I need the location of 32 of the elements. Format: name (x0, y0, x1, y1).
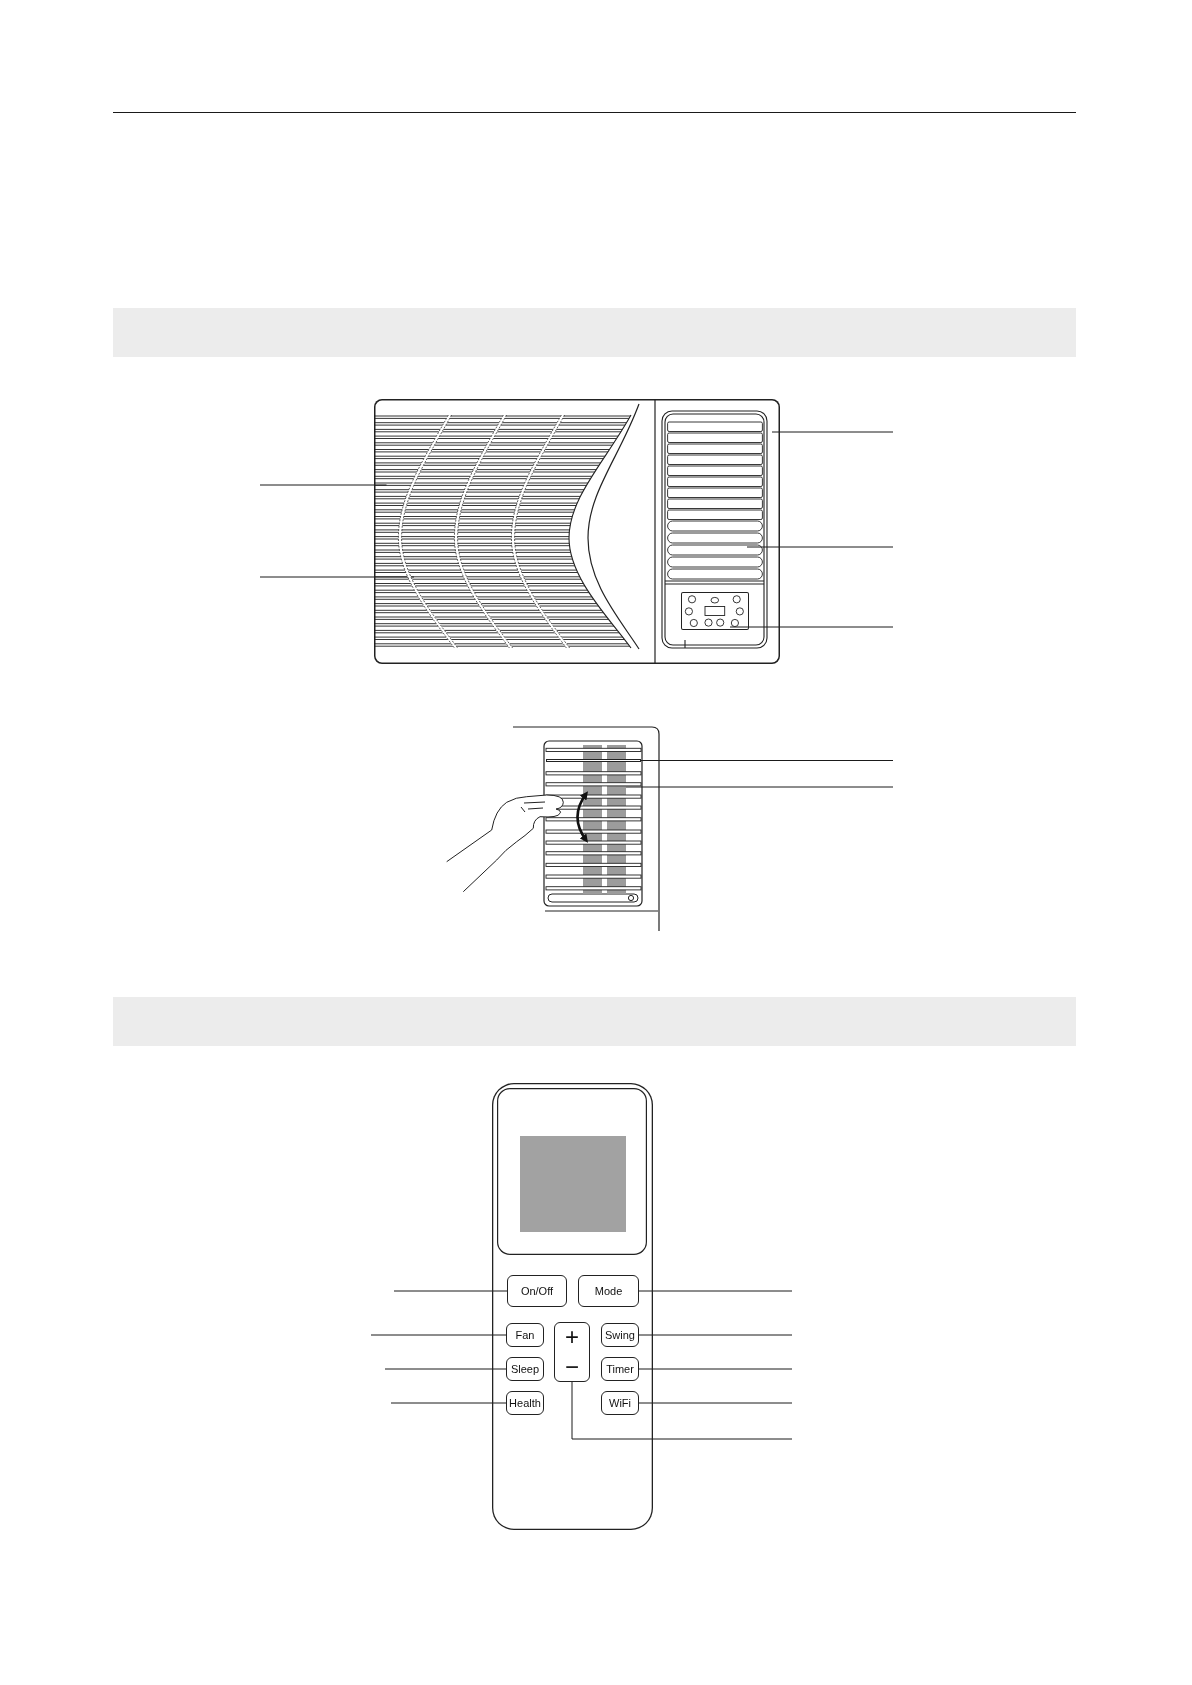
remote-button: Timer (601, 1357, 639, 1381)
outlet-louver-panel (667, 421, 763, 582)
remote-button: Health (506, 1391, 544, 1415)
leader-line (393, 1290, 508, 1292)
display-bezel (497, 1088, 647, 1255)
remote-button: On/Off (507, 1275, 567, 1307)
leader-line (390, 1402, 507, 1404)
leader-line (638, 1368, 793, 1370)
leader-line (638, 1334, 793, 1336)
leader-line (384, 1368, 507, 1370)
leader-line (771, 431, 894, 433)
leader-line (259, 484, 387, 486)
remote-button: Fan (506, 1323, 544, 1347)
leader-line (729, 626, 894, 628)
leader-line (625, 786, 894, 788)
leader-line (638, 1402, 793, 1404)
leader-line (370, 1334, 507, 1336)
leader-line (640, 760, 894, 761)
front-grille (374, 403, 642, 650)
leader-line (638, 1290, 793, 1292)
remote-button: Sleep (506, 1357, 544, 1381)
plus-minus-button: + − (554, 1322, 590, 1382)
leader-line (571, 1381, 793, 1440)
remote-button: Mode (578, 1275, 639, 1307)
control-panel (681, 592, 749, 630)
remote-button: WiFi (601, 1391, 639, 1415)
display-screen (520, 1136, 626, 1232)
leader-line (746, 546, 894, 548)
leader-line (259, 576, 415, 578)
remote-control-body (492, 1083, 653, 1530)
remote-button: Swing (601, 1323, 639, 1347)
air-conditioner-front-panel (374, 399, 780, 664)
